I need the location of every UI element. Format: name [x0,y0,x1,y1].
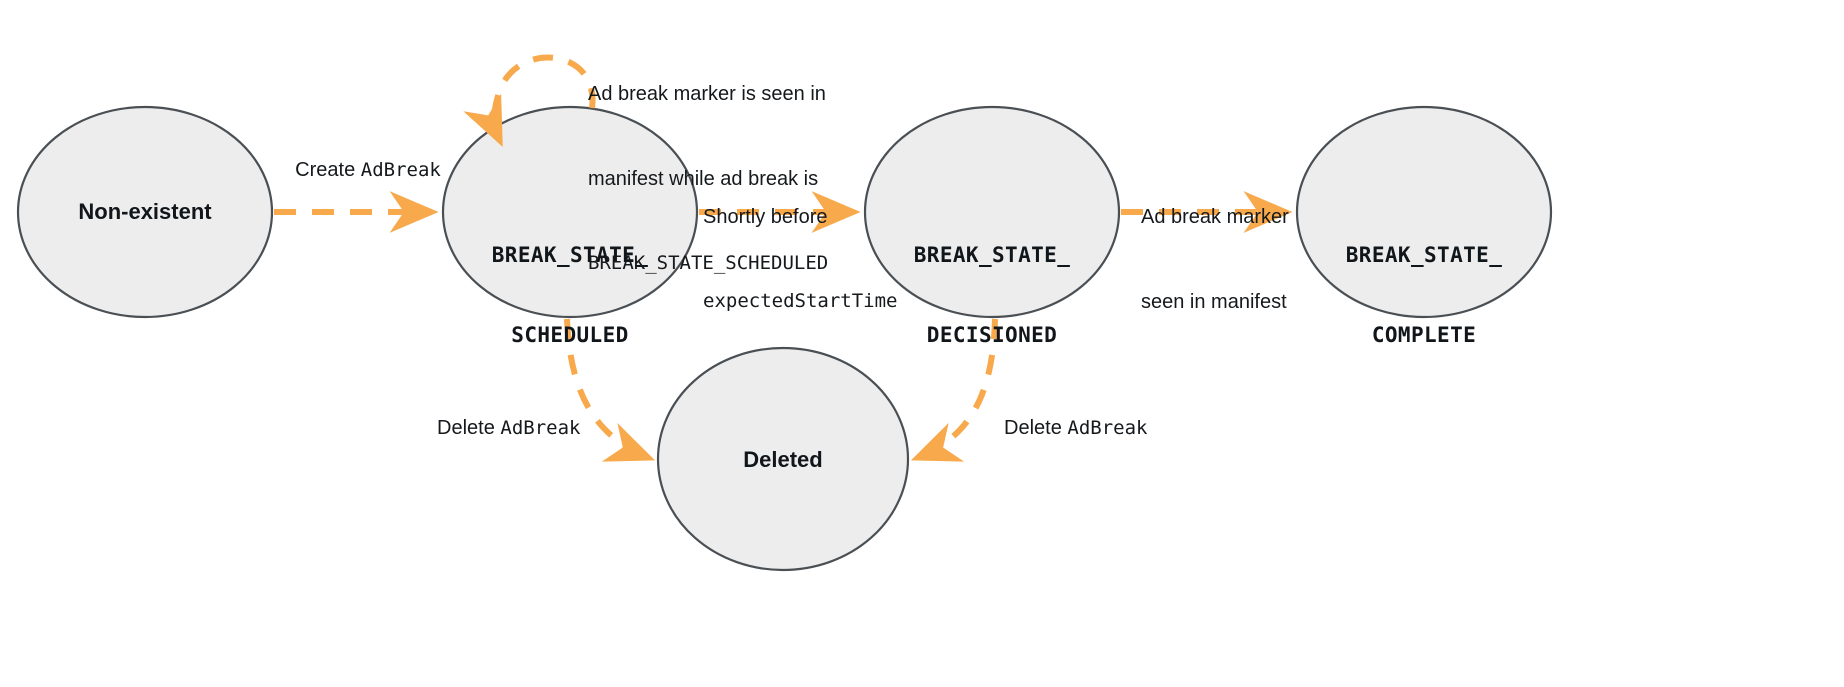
node-break-state-scheduled[interactable] [441,105,699,319]
node-break-state-decisioned[interactable] [863,105,1121,319]
node-break-state-complete[interactable] [1295,105,1553,319]
node-shape-break-state-scheduled [441,105,699,319]
node-non-existent[interactable] [16,105,274,319]
edge-decisioned-to-deleted [910,318,998,462]
edge-scheduled-to-deleted [564,318,656,462]
edge-scheduled-self-loop [463,54,596,147]
node-deleted[interactable] [656,346,910,572]
node-shape-non-existent [16,105,274,319]
node-shape-break-state-decisioned [863,105,1121,319]
node-shape-break-state-complete [1295,105,1553,319]
node-shape-deleted [656,346,910,572]
